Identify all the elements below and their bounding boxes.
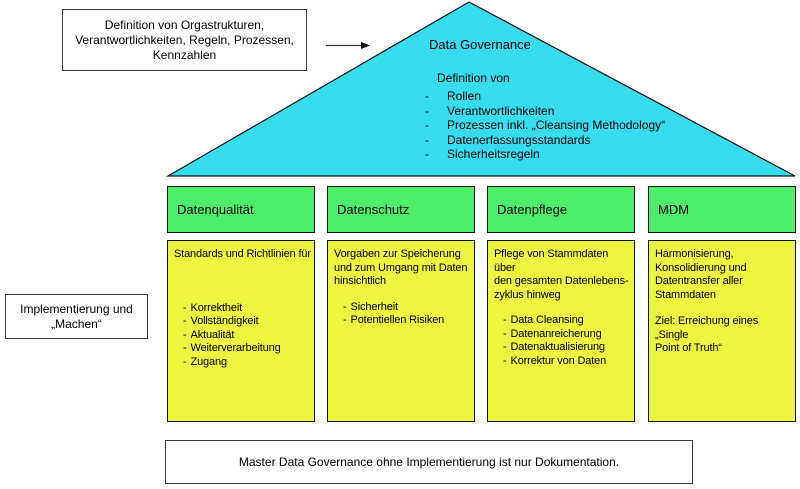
pillar-list-item: Zugang xyxy=(183,356,312,370)
arrow-right-icon xyxy=(326,42,370,49)
roof-list-item: Rollen xyxy=(425,89,665,104)
pillar-list-item: Datenanreicherung xyxy=(503,328,632,342)
roof-list: Rollen Verantwortlichkeiten Prozessen in… xyxy=(425,89,665,162)
pillar-list-item-text: Vollständigkeit xyxy=(190,315,259,327)
pillar-list-item: Aktualität xyxy=(183,329,312,343)
definition-note-text: Definition von Orgastrukturen, Verantwor… xyxy=(75,17,294,62)
pillar-title: MDM xyxy=(658,202,690,217)
pillar-header-datenschutz: Datenschutz xyxy=(327,186,475,233)
pillar-header-mdm: MDM xyxy=(648,186,796,233)
pillar-body-mdm: Harmonisierung, Konsolidierung und Daten… xyxy=(648,240,796,422)
pillar-datenschutz: Datenschutz Vorgaben zur Speicherung und… xyxy=(327,186,475,422)
pillar-intro: Standards und Richtlinien für xyxy=(174,248,311,260)
pillar-list-item-text: Datenaktualisierung xyxy=(510,341,606,353)
pillar-intro: Pflege von Stammdaten über den gesamten … xyxy=(494,248,629,301)
pillar-header-datenpflege: Datenpflege xyxy=(487,186,635,233)
pillar-title: Datenqualität xyxy=(177,202,254,217)
roof-list-item-text: Verantwortlichkeiten xyxy=(447,103,555,118)
pillar-list-item: Potentiellen Risiken xyxy=(343,314,472,328)
pillar-list-item-text: Datenanreicherung xyxy=(510,327,602,340)
roof-list-item: Prozessen inkl. „Cleansing Methodology“ xyxy=(425,118,665,133)
pillar-list-item: Datenaktualisierung xyxy=(503,341,632,355)
roof-list-item-text: Datenerfassungsstandards xyxy=(447,132,591,147)
roof-subtitle: Definition von xyxy=(437,71,510,85)
pillar-list-item: Korrektheit xyxy=(183,302,312,316)
pillar-list: Korrektheit Vollständigkeit Aktualität W… xyxy=(183,302,312,370)
pillar-mdm: MDM Harmonisierung, Konsolidierung und D… xyxy=(648,186,796,422)
roof-title: Data Governance xyxy=(429,37,531,52)
roof-list-item-text: Prozessen inkl. „Cleansing Methodology“ xyxy=(447,118,666,133)
pillar-list-item-text: Potentiellen Risiken xyxy=(350,314,445,326)
roof-list-item-text: Sicherheitsregeln xyxy=(447,147,540,162)
roof-list-item: Sicherheitsregeln xyxy=(425,147,665,162)
pillar-body-datenschutz: Vorgaben zur Speicherung und zum Umgang … xyxy=(327,240,475,422)
pillar-goal-note: Ziel: Erreichung eines „Single Point of … xyxy=(655,315,759,354)
pillar-list-item-text: Zugang xyxy=(190,355,228,368)
pillar-body-datenqualitaet: Standards und Richtlinien für Korrekthei… xyxy=(167,240,315,422)
pillar-list-item: Korrektur von Daten xyxy=(503,355,632,369)
implementation-note-text: Implementierung und „Machen“ xyxy=(20,301,133,331)
pillar-list-item-text: Data Cleansing xyxy=(510,314,584,326)
pillar-intro: Harmonisierung, Konsolidierung und Daten… xyxy=(655,248,747,301)
pillar-datenpflege: Datenpflege Pflege von Stammdaten über d… xyxy=(487,186,635,422)
pillar-list-item: Weiterverarbeitung xyxy=(183,342,312,356)
pillar-list-item-text: Sicherheit xyxy=(350,300,399,313)
pillar-list: Sicherheit Potentiellen Risiken xyxy=(343,301,472,328)
pillar-datenqualitaet: Datenqualität Standards und Richtlinien … xyxy=(167,186,315,422)
pillar-list-item: Sicherheit xyxy=(343,301,472,315)
pillar-title: Datenpflege xyxy=(497,202,568,217)
pillar-list-item-text: Weiterverarbeitung xyxy=(190,342,281,354)
pillar-body-datenpflege: Pflege von Stammdaten über den gesamten … xyxy=(487,240,635,422)
pillar-intro: Vorgaben zur Speicherung und zum Umgang … xyxy=(334,248,468,287)
pillar-list-item-text: Korrektur von Daten xyxy=(510,354,607,367)
pillar-list-item: Data Cleansing xyxy=(503,314,632,328)
roof-list-item-text: Rollen xyxy=(447,89,482,103)
pillar-title: Datenschutz xyxy=(337,202,410,217)
implementation-note-box: Implementierung und „Machen“ xyxy=(5,294,148,339)
definition-note-box: Definition von Orgastrukturen, Verantwor… xyxy=(62,9,307,71)
footer-statement-text: Master Data Governance ohne Implementier… xyxy=(238,454,620,469)
footer-statement-box: Master Data Governance ohne Implementier… xyxy=(165,440,693,484)
pillar-list-item-text: Aktualität xyxy=(190,328,235,341)
pillar-list: Data Cleansing Datenanreicherung Datenak… xyxy=(503,314,632,368)
pillar-header-datenqualitaet: Datenqualität xyxy=(167,186,315,233)
roof-list-item: Verantwortlichkeiten xyxy=(425,104,665,119)
pillar-list-item-text: Korrektheit xyxy=(190,301,243,314)
roof-list-item: Datenerfassungsstandards xyxy=(425,133,665,148)
pillar-list-item: Vollständigkeit xyxy=(183,315,312,329)
